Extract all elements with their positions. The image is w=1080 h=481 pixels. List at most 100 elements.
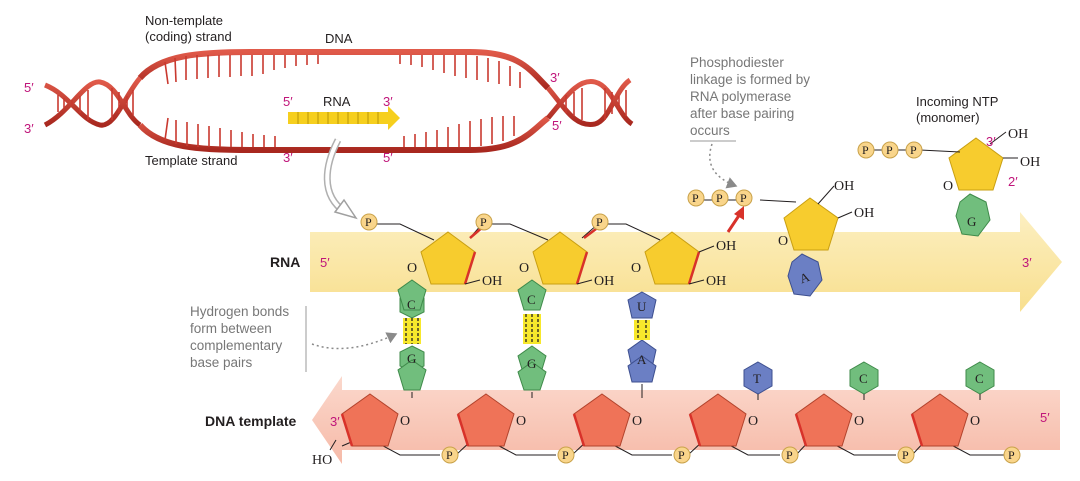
- dna-sugar-5: [795, 393, 853, 447]
- dna-ho-label: HO: [312, 453, 332, 468]
- label-coding-strand: (coding) strand: [145, 29, 232, 44]
- prime-2-label: 2′: [1008, 174, 1018, 189]
- ring-oxygen-5: O: [943, 179, 953, 194]
- ring-oxygen-3: O: [631, 261, 641, 276]
- dna-overview: Non-template (coding) strand DNA RNA Tem…: [24, 13, 634, 220]
- top-strand-ticks: [164, 55, 521, 88]
- incoming-ntp-line-1: Incoming NTP: [916, 94, 998, 109]
- label-rna-small: RNA: [323, 94, 351, 109]
- prime-3-label: 3′: [986, 134, 996, 149]
- template-3-prime: 3′: [283, 150, 293, 165]
- dna-base-letter-1: G: [407, 351, 416, 366]
- dna-base-letter-5: C: [859, 371, 868, 386]
- ring-oxygen-4: O: [778, 234, 788, 249]
- hbond-line-2: form between: [190, 321, 272, 336]
- dna-band-5-prime: 5′: [1040, 410, 1050, 425]
- p-label-5: P: [716, 191, 723, 205]
- dna-sugar-4: [689, 393, 747, 447]
- dna-sugar-1: [341, 393, 399, 447]
- left-helix: [43, 76, 142, 128]
- p-label-2: P: [480, 215, 487, 229]
- end-top-left: 5′: [24, 80, 34, 95]
- phosphodiester-line-2: linkage is formed by: [690, 72, 810, 87]
- end-bottom-left: 3′: [24, 121, 34, 136]
- base-pairs: [397, 193, 995, 395]
- hydrogen-bonds: [403, 314, 650, 344]
- oh-ntp-a-3prime: OH: [834, 179, 854, 194]
- annotation-phosphodiester: Phosphodiester linkage is formed by RNA …: [690, 55, 810, 189]
- dna-sugar-3: [573, 393, 631, 447]
- ring-oxygen-1: O: [407, 261, 417, 276]
- p-label-7: P: [862, 143, 869, 157]
- phosphate-circles: [360, 141, 923, 231]
- phosphate-incoming-3: [905, 141, 923, 159]
- oh-ntp-a-2prime: OH: [854, 206, 874, 221]
- dna-base-letter-4: T: [753, 371, 761, 386]
- dna-sugars: [340, 393, 969, 447]
- dna-ring-o-5: O: [854, 414, 864, 429]
- phosphate-rna-1: [360, 213, 378, 231]
- oh-incoming-3prime: OH: [1008, 127, 1028, 142]
- p-label-9: P: [910, 143, 917, 157]
- dna-base-letter-3: A: [637, 352, 647, 367]
- rna-base-letter-2: C: [527, 292, 536, 307]
- phosphodiester-line-3: RNA polymerase: [690, 89, 791, 104]
- ntp-base-a: [787, 253, 823, 297]
- dna-band-label: DNA template: [205, 413, 296, 429]
- rna-5-prime: 5′: [283, 94, 293, 109]
- dna-p-6: P: [1008, 448, 1015, 462]
- p-label-3: P: [596, 215, 603, 229]
- rna-3-prime: 3′: [383, 94, 393, 109]
- phosphate-incoming-2: [881, 141, 899, 159]
- dna-base-letter-2: G: [527, 356, 536, 371]
- dna-ring-o-3: O: [632, 414, 642, 429]
- dna-p-4: P: [786, 448, 793, 462]
- oh-rna-3-3prime: OH: [716, 239, 736, 254]
- end-bottom-right: 5′: [552, 118, 562, 133]
- p-label-8: P: [886, 143, 893, 157]
- annotation-hydrogen-bonds: Hydrogen bonds form between complementar…: [190, 304, 398, 372]
- top-strand: [137, 49, 551, 91]
- p-label-4: P: [692, 191, 699, 205]
- p-label-1: P: [365, 215, 372, 229]
- phosphate-rna-2: [475, 213, 493, 231]
- oh-rna-2: OH: [594, 274, 614, 289]
- linkage-red-arrow: [726, 206, 744, 233]
- incoming-ntp-line-2: (monomer): [916, 110, 980, 125]
- phosphate-incoming-1: [857, 141, 875, 159]
- dna-p-2: P: [562, 448, 569, 462]
- rna-base-3: [627, 291, 657, 319]
- rna-sugar-1: [420, 231, 477, 285]
- rna-base-letter-3: U: [637, 299, 647, 314]
- dna-p-5: P: [902, 448, 909, 462]
- label-template-strand: Template strand: [145, 153, 238, 168]
- label-dna: DNA: [325, 31, 353, 46]
- p-label-6: P: [740, 191, 747, 205]
- phosphodiester-line-4: after base pairing: [690, 106, 794, 121]
- oh-incoming-2prime: OH: [1020, 155, 1040, 170]
- rna-band-5-prime: 5′: [320, 255, 330, 270]
- phosphodiester-line-1: Phosphodiester: [690, 55, 784, 70]
- dna-ring-o-6: O: [970, 414, 980, 429]
- template-5-prime: 5′: [383, 150, 393, 165]
- dna-p-3: P: [678, 448, 685, 462]
- dna-ring-o-2: O: [516, 414, 526, 429]
- bottom-strand: [137, 115, 550, 153]
- hbond-line-1: Hydrogen bonds: [190, 304, 289, 319]
- end-top-right: 3′: [550, 70, 560, 85]
- right-helix: [546, 77, 634, 127]
- dna-ring-o-4: O: [748, 414, 758, 429]
- phosphate-letters: P P P P P P P P P: [365, 143, 917, 229]
- rna-band-label: RNA: [270, 254, 300, 270]
- phosphodiester-line-5: occurs: [690, 123, 730, 138]
- rna-base-letter-1: C: [407, 297, 416, 312]
- dna-band-3-prime: 3′: [330, 414, 340, 429]
- rna-sugar-3: [644, 231, 701, 285]
- phosphate-rna-3: [591, 213, 609, 231]
- phosphate-ntp-alpha: [687, 189, 705, 207]
- annotation-incoming-ntp: Incoming NTP (monomer): [916, 94, 998, 125]
- dna-sugar-6: [911, 393, 969, 447]
- ring-oxygen-2: O: [519, 261, 529, 276]
